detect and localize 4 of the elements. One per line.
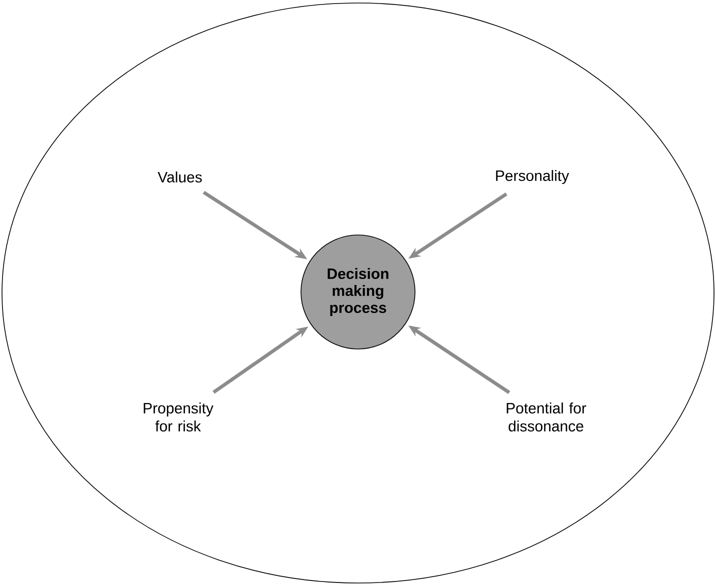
factor-label: Propensity for risk bbox=[144, 402, 214, 432]
factor-label: Values bbox=[158, 172, 202, 182]
factor-label: Personality bbox=[496, 170, 570, 184]
factor-label: Potential for dissonance bbox=[506, 402, 586, 432]
